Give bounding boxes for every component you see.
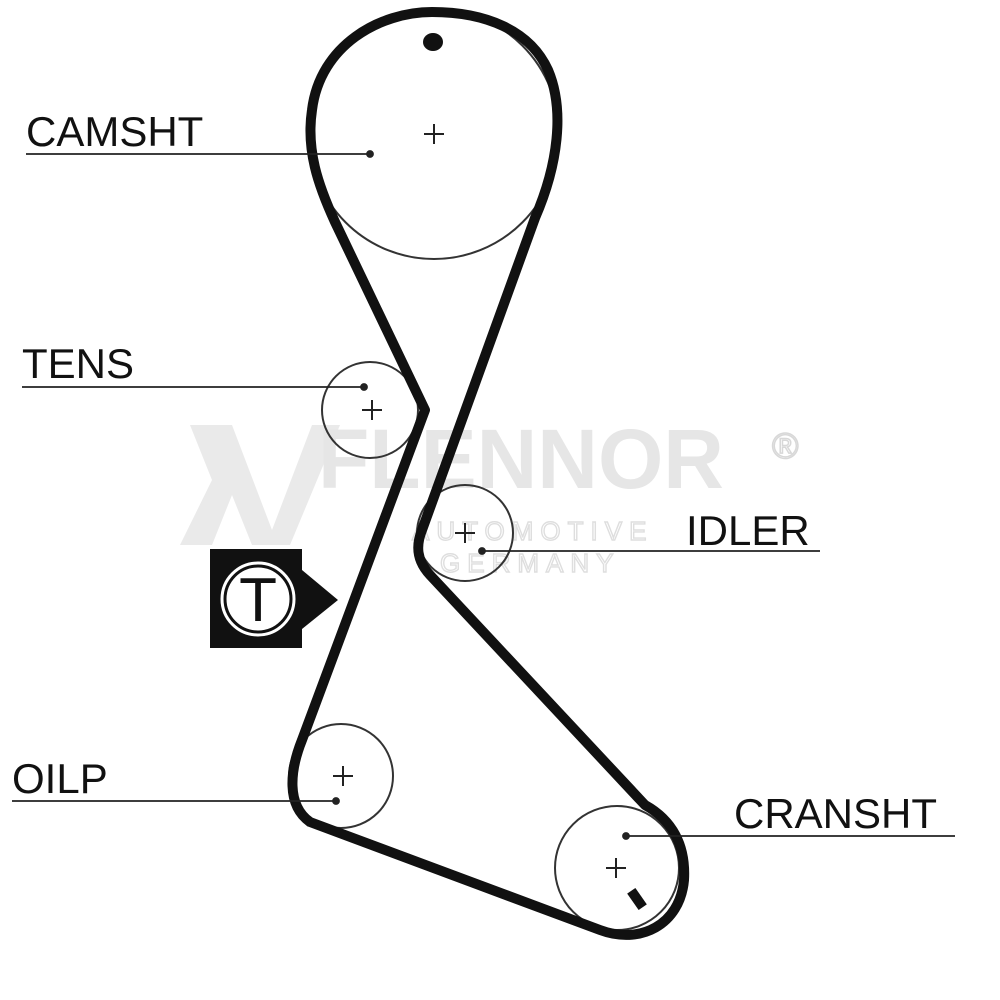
crankshaft-leader [622,832,955,840]
camshaft-timing-mark [423,33,443,51]
tensioner-label: TENS [22,340,134,387]
tension-marker-circle [220,561,296,637]
tensioner-center-mark [362,400,382,420]
flennor-watermark: FLENNOR ® AUTOMOTIVE GERMANY [180,412,799,579]
watermark-brand: FLENNOR [318,412,724,506]
crankshaft-label: CRANSHT [734,790,937,837]
tensioner-pulley [321,361,419,459]
idler-label: IDLER [686,507,810,554]
pulley-centers [333,124,626,878]
crankshaft-timing-mark [627,887,647,911]
camshaft-label: CAMSHT [26,108,203,155]
watermark-line2: GERMANY [440,548,620,578]
tensioner-leader [22,383,368,391]
watermark-logo-mark [180,425,340,545]
oil-pump-leader [12,797,340,805]
leader-lines [12,150,955,840]
tension-marker-letter: T [239,566,277,635]
oil-pump-center-mark [333,766,353,786]
tension-side-marker: T [210,549,338,648]
camshaft-leader [26,150,374,158]
timing-belt [287,7,690,940]
camshaft-center-mark [424,124,444,144]
crankshaft-center-mark [606,858,626,878]
oil-pump-label: OILP [12,755,108,802]
idler-center-mark [455,523,475,543]
watermark-line1: AUTOMOTIVE [412,516,653,546]
watermark-registered: ® [772,425,799,466]
idler-leader [478,547,820,555]
